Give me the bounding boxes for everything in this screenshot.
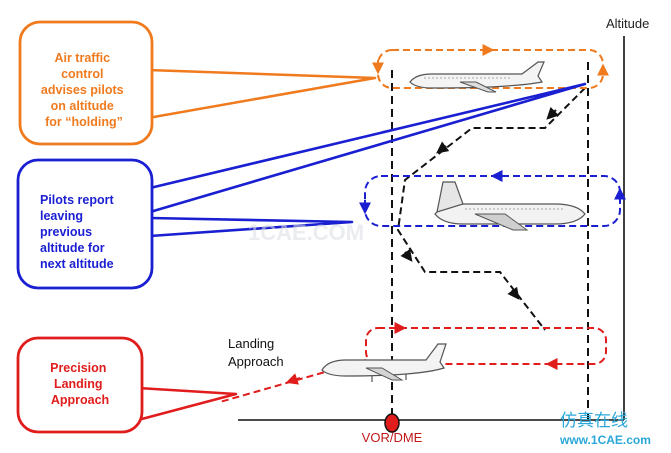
altitude-axis-label: Altitude [606, 16, 649, 31]
svg-text:Pilots report leaving: Pilots report leaving previous altitude … [40, 193, 117, 271]
descent-arrow-3 [400, 248, 413, 262]
atc-line-2: control [61, 67, 103, 81]
svg-text:Air traffic control: Air traffic control advises pilots on al… [41, 51, 127, 129]
atc-line-1: Air traffic [54, 51, 110, 65]
corner-watermark-url: www.1CAE.com [559, 433, 651, 447]
precision-callout-pointer [136, 386, 238, 422]
atc-callout: Air traffic control advises pilots on al… [18, 20, 154, 146]
pilots-line-4: altitude for [40, 241, 105, 255]
pilots-callout: Pilots report leaving previous altitude … [16, 158, 154, 290]
altitude-axis: Altitude [606, 16, 649, 420]
atc-callout-pointer [146, 68, 377, 120]
holding-pattern-middle [359, 170, 626, 227]
final-approach-arrow [285, 373, 301, 385]
center-watermark: 1CAE.COM [248, 220, 364, 245]
pilots-callout-pointers [149, 82, 587, 238]
landing-approach-label-line1: Landing [228, 336, 274, 351]
atc-line-4: on altitude [51, 99, 114, 113]
svg-text:Precision Landing: Precision Landing Approach [50, 361, 110, 407]
vor-dme-station: VOR/DME [362, 413, 423, 445]
precision-callout: Precision Landing Approach [16, 336, 144, 434]
airplane-middle [434, 181, 586, 231]
station-label: VOR/DME [362, 430, 423, 445]
descent-arrow-1 [546, 106, 560, 120]
descent-arrow-4 [507, 286, 520, 300]
atc-line-3: advises pilots [41, 83, 124, 97]
precision-line-1: Precision [50, 361, 106, 375]
holding-pattern-top [372, 44, 609, 89]
airplane-bottom [321, 343, 447, 382]
descent-arrow-2 [436, 141, 450, 154]
airplane-top [409, 61, 545, 93]
pilots-line-5: next altitude [40, 257, 114, 271]
precision-line-3: Approach [51, 393, 109, 407]
corner-watermark-cn: 仿真在线 [560, 411, 628, 430]
precision-line-2: Landing [54, 377, 103, 391]
atc-line-5: for “holding” [45, 115, 123, 129]
pilots-line-1: Pilots report [40, 193, 114, 207]
holding-pattern-bottom [365, 322, 607, 370]
landing-approach-label-line2: Approach [228, 354, 284, 369]
pilots-line-2: leaving [40, 209, 83, 223]
pilots-line-3: previous [40, 225, 92, 239]
descent-path [396, 87, 586, 331]
